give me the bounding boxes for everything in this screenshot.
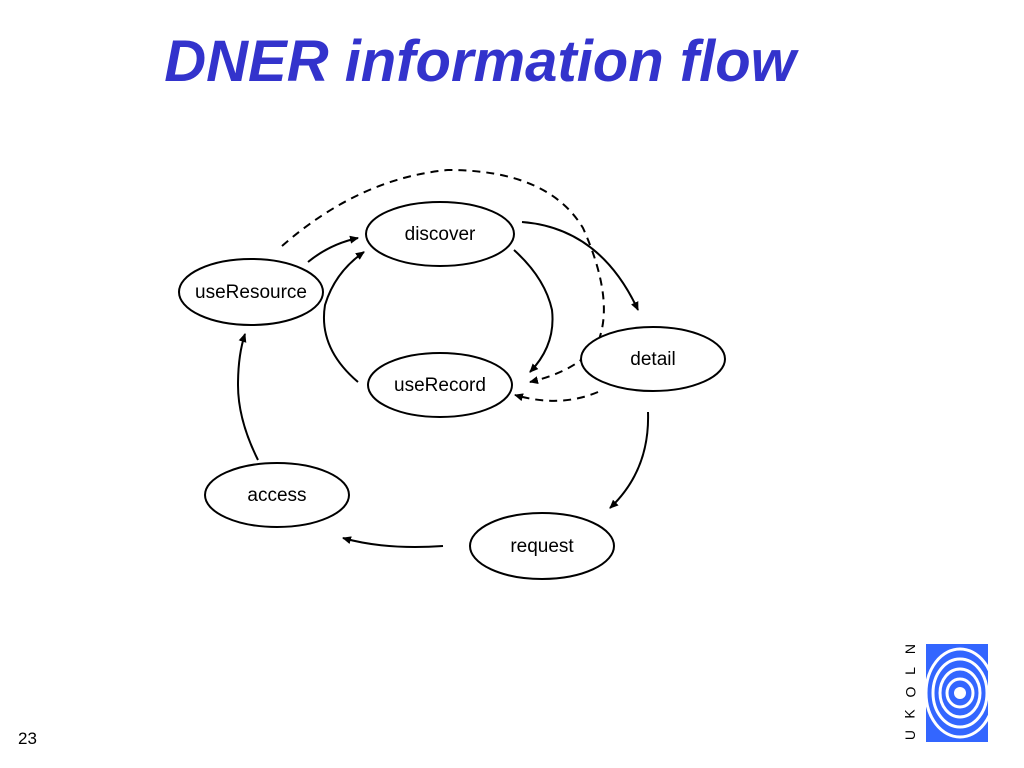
logo-letter: N [902, 643, 918, 655]
arrow-userecord-to-discover [323, 251, 365, 383]
dashed-arrow-detail-to-userecord [514, 391, 599, 402]
arrow-discover-to-detail [521, 221, 639, 311]
arrow-useresource-to-discover [307, 235, 359, 263]
arrow-detail-to-request [609, 411, 650, 509]
node-useresource: useResource [178, 258, 324, 326]
node-request: request [469, 512, 615, 580]
logo-letter: U [902, 729, 918, 741]
node-access: access [204, 462, 350, 528]
node-access-label: access [247, 485, 306, 506]
node-detail-label: detail [630, 349, 675, 370]
page-number: 23 [18, 729, 37, 748]
logo-letter: L [901, 666, 918, 675]
ukoln-eye-logo-icon [926, 644, 988, 742]
node-discover: discover [365, 201, 515, 267]
node-discover-label: discover [405, 224, 476, 245]
node-useresource-label: useResource [195, 282, 307, 303]
node-userecord: useRecord [367, 352, 513, 418]
arrow-access-to-useresource [236, 333, 259, 461]
slide-title: DNER information flow [164, 29, 796, 94]
node-request-label: request [510, 536, 574, 557]
arrow-request-to-access [342, 536, 444, 548]
logo-letter: K [902, 708, 918, 719]
logo-letter: O [901, 686, 918, 698]
arrow-discover-to-userecord [513, 249, 554, 373]
solid-arrows [236, 221, 650, 548]
ukoln-logo-text: N L O K U [900, 640, 924, 744]
node-detail: detail [580, 326, 726, 392]
node-userecord-label: useRecord [394, 375, 486, 396]
